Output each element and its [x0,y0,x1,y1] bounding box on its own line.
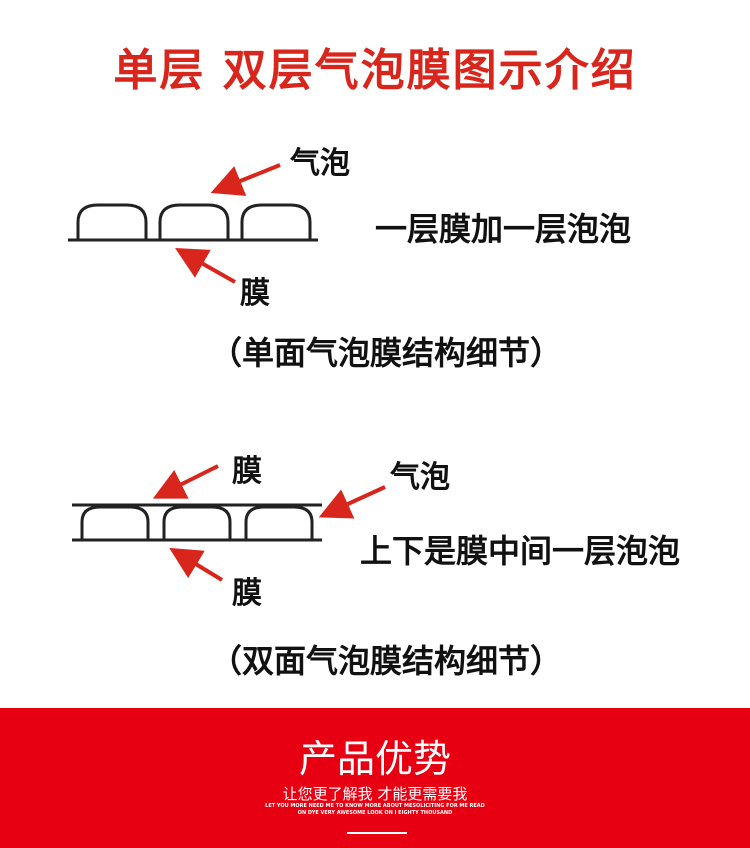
bubble [162,505,232,540]
single-arrows [175,163,281,284]
single-bubble-label: 气泡 [290,146,350,181]
banner-divider [347,832,407,834]
bubble [158,203,230,240]
single-film-label: 膜 [240,276,270,311]
arrow-to-bubble [210,163,281,196]
double-bubble-label: 气泡 [390,460,450,495]
bubble-film-diagrams [68,163,386,582]
page-title: 单层 双层气泡膜图示介绍 [113,45,637,96]
banner-english-line2: ON DYE VERY AWESOME LOOK ON I EIGHTY THO… [297,810,453,816]
double-bottom-film-label: 膜 [232,576,262,611]
arrow-to-top-film [152,464,219,499]
bubble [244,505,314,540]
bubble [76,203,148,240]
arrow-to-film [175,248,236,284]
double-top-film-label: 膜 [232,454,262,489]
bubble [240,203,312,240]
single-layer-diagram [68,203,318,242]
double-caption: （双面气泡膜结构细节） [210,642,563,680]
double-layer-diagram [72,503,322,542]
arrow-to-bottom-film [169,547,224,582]
single-description: 一层膜加一层泡泡 [375,210,632,248]
arrow-to-bubble [318,485,386,519]
banner-subheading: 让您更了解我 才能更需要我 [282,785,468,803]
banner-heading: 产品优势 [298,737,451,781]
double-arrows [152,464,386,582]
single-caption: （单面气泡膜结构细节） [210,334,563,372]
bubble [80,505,150,540]
product-advantages-banner [0,708,750,848]
banner-english-line1: LET YOU MORE NEED ME TO KNOW MORE ABOUT … [265,803,485,809]
double-description: 上下是膜中间一层泡泡 [360,532,681,570]
